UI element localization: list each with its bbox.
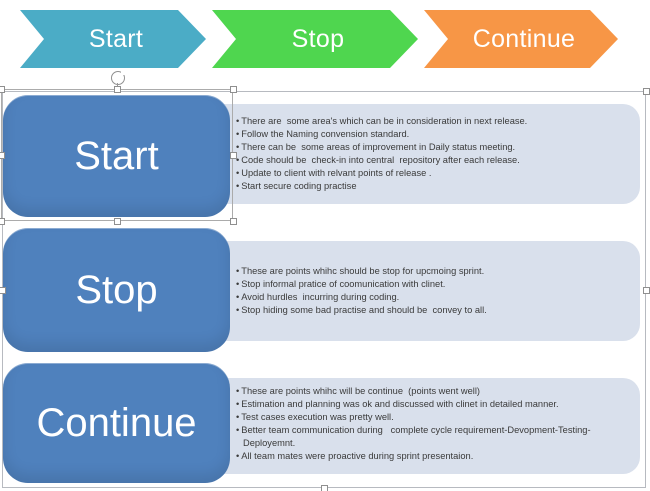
chevron-start-label: Start (88, 24, 144, 53)
frame-handle-mid-right[interactable] (643, 287, 650, 294)
selection-handle-bottom-right[interactable] (230, 218, 237, 225)
bullet-item: All team mates were proactive during spr… (236, 450, 596, 463)
rotation-handle-icon[interactable] (111, 69, 127, 85)
bullet-item: There can be some areas of improvement i… (236, 141, 596, 154)
bullet-item: These are points whihc should be stop fo… (236, 265, 596, 278)
bullet-item: These are points whihc will be continue … (236, 385, 596, 398)
selection-handle-bottom-center[interactable] (114, 218, 121, 225)
shape-start[interactable]: Start (3, 95, 230, 217)
bullet-item: Start secure coding practise (236, 180, 596, 193)
bullet-item: Update to client with relvant points of … (236, 167, 596, 180)
frame-handle-top-right[interactable] (643, 88, 650, 95)
shape-start-label: Start (74, 133, 159, 178)
selection-handle-top-right[interactable] (230, 86, 237, 93)
chevron-continue-label: Continue (472, 24, 576, 53)
shape-continue[interactable]: Continue (3, 363, 230, 483)
chevron-start[interactable]: Start (20, 10, 206, 68)
selection-handle-top-left[interactable] (0, 86, 5, 93)
chevron-stop[interactable]: Stop (212, 10, 418, 68)
bullet-list-stop[interactable]: These are points whihc should be stop fo… (236, 241, 596, 341)
shape-continue-label: Continue (36, 400, 197, 445)
chevron-stop-label: Stop (291, 24, 345, 53)
shape-stop[interactable]: Stop (3, 228, 230, 352)
selection-box-start-shape (1, 89, 233, 221)
frame-handle-bottom-center[interactable] (321, 485, 328, 491)
bullet-list-start[interactable]: There are some area's which can be in co… (236, 104, 596, 204)
bullet-item: Code should be check-in into central rep… (236, 154, 596, 167)
bullet-item: Stop hiding some bad practise and should… (236, 304, 596, 317)
chevron-continue[interactable]: Continue (424, 10, 618, 68)
bullet-item: Test cases execution was pretty well. (236, 411, 596, 424)
bullet-item: Avoid hurdles incurring during coding. (236, 291, 596, 304)
bullet-item: Stop informal pratice of coomunication w… (236, 278, 596, 291)
selection-handle-mid-right[interactable] (230, 152, 237, 159)
shape-stop-label: Stop (75, 267, 158, 312)
bullet-item: There are some area's which can be in co… (236, 115, 596, 128)
selection-handle-bottom-left[interactable] (0, 218, 5, 225)
frame-handle-mid-left[interactable] (0, 287, 6, 294)
selection-handle-top-center[interactable] (114, 86, 121, 93)
bullet-list-continue[interactable]: These are points whihc will be continue … (236, 374, 596, 474)
bullet-item: Estimation and planning was ok and discu… (236, 398, 596, 411)
selection-handle-mid-left[interactable] (0, 152, 5, 159)
bullet-item: Better team communication during complet… (236, 424, 596, 450)
bullet-item: Follow the Naming convension standard. (236, 128, 596, 141)
